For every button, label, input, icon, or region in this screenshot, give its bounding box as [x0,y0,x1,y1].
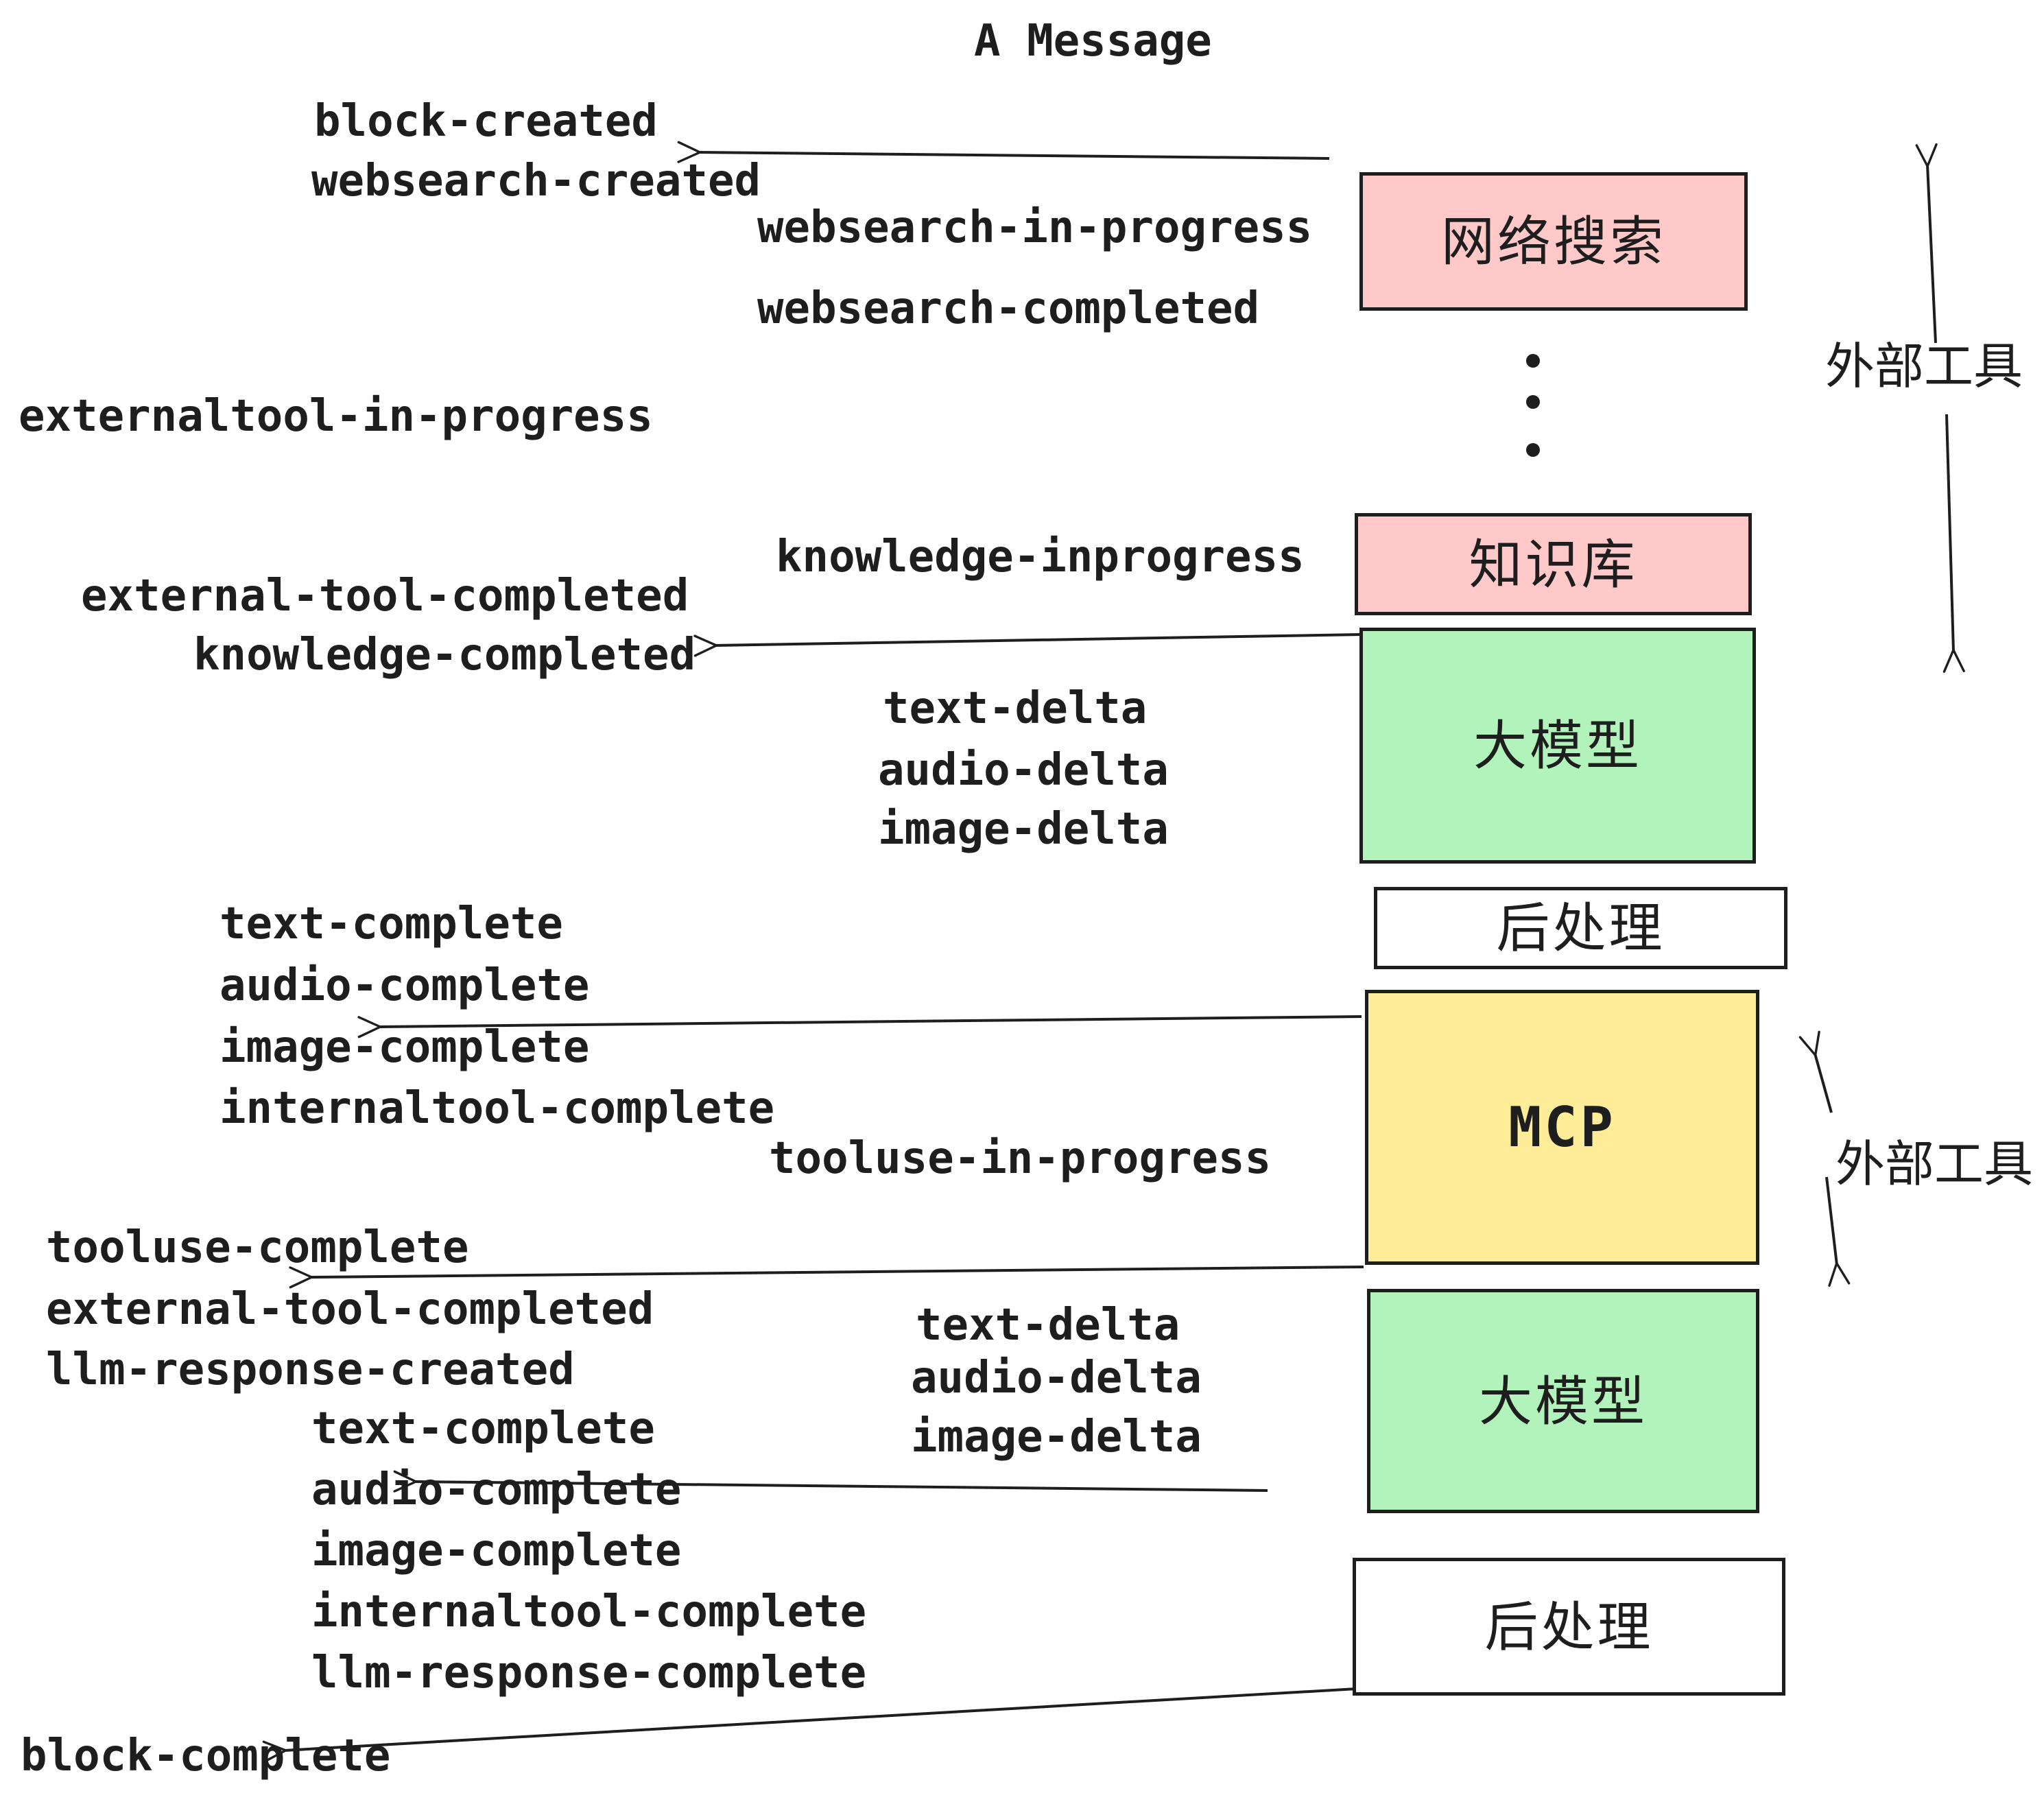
node-llm-1: 大模型 [1359,628,1756,864]
node-knowledge-base-label: 知识库 [1469,534,1638,595]
arrow-block-complete [262,1687,1357,1763]
event-label-knowledge-inprogress: knowledge-inprogress [776,532,1305,582]
event-label-websearch-completed: websearch-completed [757,283,1260,334]
arrow-block-created [677,141,1330,163]
event-label-audio-complete-2: audio-complete [311,1464,682,1515]
node-postprocess-1-label: 后处理 [1496,898,1665,958]
event-label-internaltool-complete-1: internaltool-complete [219,1083,775,1134]
event-label-tooluse-complete: tooluse-complete [46,1222,469,1273]
event-label-text-delta-2: text-delta [916,1300,1180,1351]
arrow-tooluse-complete [289,1266,1364,1289]
external-tools-up-arrow-2 [1798,1030,1833,1113]
event-label-audio-delta-1: audio-delta [878,745,1169,796]
node-postprocess-2: 后处理 [1353,1558,1785,1696]
event-label-external-tool-completed-2: external-tool-completed [46,1284,654,1335]
node-websearch: 网络搜索 [1359,172,1748,311]
event-label-websearch-in-progress: websearch-in-progress [757,202,1313,253]
node-llm-2-label: 大模型 [1478,1370,1648,1432]
external-tools-down-arrow-1 [1942,414,1965,673]
event-label-text-complete-2: text-complete [311,1403,655,1454]
arrow-image-complete [357,1015,1362,1039]
event-label-image-delta-2: image-delta [911,1412,1202,1462]
event-label-image-complete-1: image-complete [219,1022,590,1073]
event-label-audio-complete-1: audio-complete [219,960,590,1011]
external-tools-down-arrow-2 [1825,1176,1851,1287]
event-label-tooluse-in-progress: tooluse-in-progress [769,1133,1272,1184]
event-label-external-tool-completed: external-tool-completed [81,571,689,621]
event-label-internaltool-complete-2: internaltool-complete [311,1587,867,1637]
event-label-externaltool-in-progress: externaltool-in-progress [19,391,653,442]
event-label-image-delta-1: image-delta [878,804,1169,855]
event-label-llm-response-complete: llm-response-complete [311,1648,867,1698]
diagram-title: A Message [974,16,1212,67]
external-tools-label-1: 外部工具 [1825,340,2023,394]
event-label-llm-response-created: llm-response-created [46,1344,575,1395]
node-postprocess-1: 后处理 [1374,887,1787,969]
event-label-text-complete-1: text-complete [219,899,563,949]
vertical-ellipsis-dots [1526,354,1540,457]
node-knowledge-base: 知识库 [1355,513,1752,615]
event-label-block-complete: block-complete [21,1731,391,1781]
external-tools-label-2: 外部工具 [1835,1137,2034,1192]
arrow-knowledge-completed [693,633,1362,657]
event-label-audio-delta-2: audio-delta [911,1353,1202,1403]
event-label-text-delta-1: text-delta [883,683,1148,734]
external-tools-up-arrow-1 [1915,143,1938,344]
node-postprocess-2-label: 后处理 [1484,1596,1654,1657]
node-mcp-label: MCP [1508,1095,1616,1159]
event-label-knowledge-completed: knowledge-completed [193,630,696,680]
node-mcp: MCP [1365,990,1759,1265]
arrow-audio-complete [393,1470,1268,1493]
event-label-image-complete-2: image-complete [311,1526,682,1576]
event-label-websearch-created: websearch-created [311,156,761,206]
node-llm-1-label: 大模型 [1473,715,1642,776]
node-websearch-label: 网络搜索 [1440,211,1666,272]
event-label-block-created: block-created [314,96,658,147]
node-llm-2: 大模型 [1367,1289,1759,1513]
